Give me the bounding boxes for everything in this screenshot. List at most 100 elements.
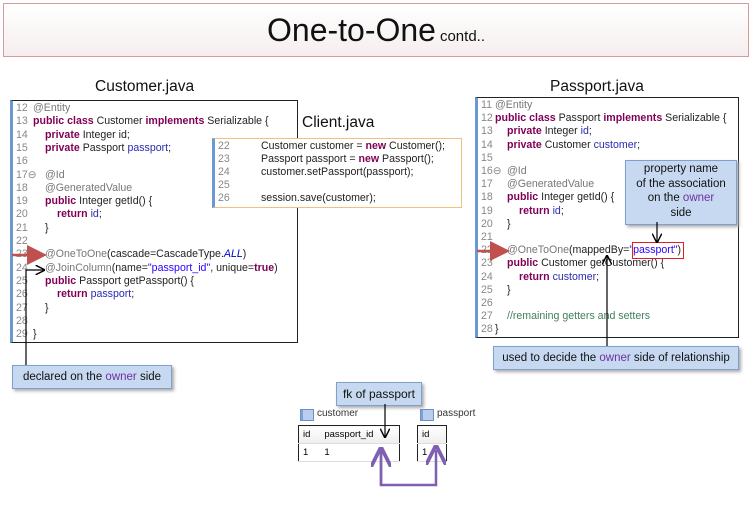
code-token: session.save(customer); — [261, 192, 376, 204]
code-token: Customer(); — [389, 140, 445, 152]
code-token: } — [33, 328, 37, 341]
code-text: @OneToOne(cascade=CascadeType.ALL) — [45, 248, 246, 260]
line-number: 24 — [16, 261, 28, 274]
code-text: @Id — [507, 165, 527, 177]
code-line: 11@Entity — [478, 99, 738, 113]
code-token: } — [45, 301, 49, 314]
line-number: 22 — [218, 140, 230, 152]
code-token: true — [254, 261, 275, 274]
code-line: 17⊖@Id — [13, 169, 297, 183]
line-number: 16⊖ — [481, 165, 502, 177]
code-text: public Passport getPassport() { — [45, 275, 194, 287]
code-token: } — [45, 221, 49, 234]
line-number: 15 — [481, 151, 493, 164]
code-token: Customer getCustomer() { — [541, 257, 665, 270]
code-line: 15 — [478, 152, 738, 166]
code-token: id — [118, 128, 127, 141]
code-token: return — [519, 270, 553, 283]
property-name-callout: property name of the association on the … — [625, 160, 737, 225]
line-number: 21 — [481, 231, 493, 243]
line-number: 17 — [481, 178, 493, 191]
passport-file-label: Passport.java — [550, 78, 644, 95]
code-line: 22 — [13, 235, 297, 249]
code-token: private — [507, 125, 545, 138]
code-text: Customer customer = new Customer(); — [261, 140, 445, 152]
code-token: "passport" — [629, 244, 678, 257]
code-line: 20} — [478, 218, 738, 232]
code-text: @JoinColumn(name="passport_id", unique=t… — [45, 262, 278, 274]
code-token: (mappedBy= — [569, 244, 630, 257]
code-line: 26 — [478, 297, 738, 311]
fk-link-arrow — [379, 449, 436, 487]
code-token: } — [495, 323, 499, 336]
line-number: 23 — [481, 257, 493, 270]
code-text: @Id — [45, 169, 65, 181]
code-token: public — [507, 257, 542, 270]
code-line: 26 return passport; — [13, 288, 297, 302]
code-line: 23 public Customer getCustomer() { — [478, 257, 738, 271]
line-number: 25 — [481, 283, 493, 296]
code-token: public — [45, 195, 80, 208]
line-number: 13 — [16, 115, 28, 128]
line-number: 12 — [16, 102, 28, 114]
code-token: private — [45, 128, 83, 141]
code-token: , unique= — [210, 261, 255, 274]
fk-callout: fk of passport — [336, 382, 422, 406]
line-number: 21 — [16, 221, 28, 234]
line-number: 14 — [481, 138, 493, 151]
code-token: public — [45, 274, 80, 287]
code-text: //remaining getters and setters — [507, 310, 650, 322]
code-text: customer.setPassport(passport); — [261, 166, 414, 178]
line-number: 25 — [218, 179, 230, 191]
code-token: Integer — [544, 125, 581, 138]
code-token: } — [507, 283, 511, 296]
code-token: @OneToOne — [507, 244, 569, 257]
table-icon — [300, 409, 314, 421]
code-text: } — [33, 328, 37, 340]
code-line: 15 private Passport passport; — [13, 142, 297, 156]
line-number: 26 — [481, 297, 493, 309]
code-line: 27//remaining getters and setters — [478, 310, 738, 324]
code-token: customer.setPassport(passport); — [261, 166, 414, 178]
code-text: private Integer id; — [45, 129, 130, 141]
code-text: return id; — [519, 205, 564, 217]
code-line: 21} — [13, 222, 297, 236]
code-token: ; — [588, 125, 592, 138]
code-token: @Entity — [33, 102, 71, 114]
code-token: customer — [593, 138, 638, 151]
code-text: private Passport passport; — [45, 142, 171, 154]
line-number: 20 — [481, 217, 493, 230]
code-token: @JoinColumn — [45, 261, 112, 274]
code-token: ALL — [223, 248, 243, 261]
code-text: @GeneratedValue — [45, 182, 132, 194]
customer-file-label: Customer.java — [95, 78, 195, 95]
column-header: id — [417, 425, 447, 444]
code-line: 29} — [13, 328, 297, 342]
code-token: ; — [168, 141, 172, 154]
code-token: Serializable { — [207, 115, 269, 128]
code-text: return passport; — [57, 288, 134, 300]
code-token: @OneToOne — [45, 248, 107, 261]
line-number: 18 — [16, 181, 28, 194]
code-token: Customer — [96, 115, 146, 128]
line-number: 15 — [16, 141, 28, 154]
code-line: 17@GeneratedValue — [478, 178, 738, 192]
code-text: @Entity — [495, 99, 532, 111]
code-token: passport — [90, 288, 132, 301]
code-token: return — [519, 204, 553, 217]
code-token: passport — [127, 141, 169, 154]
code-line: 21 — [478, 231, 738, 245]
code-token: Passport — [558, 112, 604, 125]
code-token: @GeneratedValue — [45, 181, 133, 194]
line-number: 26 — [16, 288, 28, 301]
